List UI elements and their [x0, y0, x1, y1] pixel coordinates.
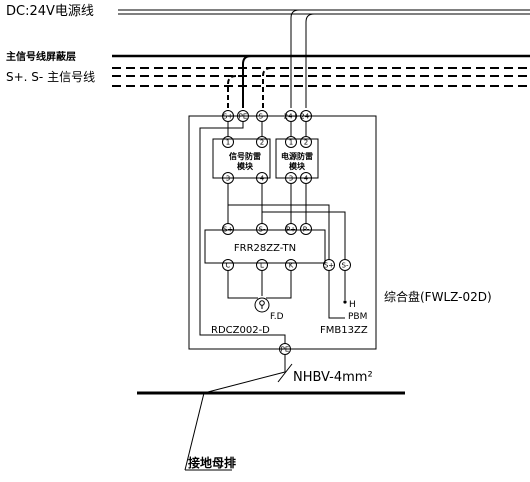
terminal-label: S- — [259, 226, 266, 234]
terminal-label: L — [260, 262, 264, 270]
power-module-label-2: 模块 — [289, 161, 306, 171]
module-output-wires — [227, 183, 346, 260]
terminal-label: 1 — [289, 139, 293, 147]
signal-label: S+. S- 主信号线 — [6, 70, 95, 84]
terminal-label: P+ — [286, 226, 296, 234]
signal-lines — [112, 67, 530, 87]
terminal-label: C — [226, 262, 231, 270]
h-label: H — [349, 300, 356, 310]
terminal-label: S+ — [324, 262, 334, 270]
panel-box — [188, 115, 377, 350]
terminal-label: S- — [259, 113, 266, 121]
busbar-label: 接地母排 — [188, 455, 236, 470]
terminal-label: 4 — [304, 175, 309, 183]
terminal-label: 2 — [304, 139, 308, 147]
terminal-label: P- — [303, 226, 310, 234]
pbm-label: PBM — [348, 312, 367, 322]
panel-label: 综合盘(FWLZ-02D) — [384, 289, 492, 304]
terminal-label: S+ — [223, 113, 233, 121]
line-taps — [227, 9, 315, 108]
frr-module: S+ S- P+ P- FRR28ZZ-TN C L K — [204, 223, 326, 271]
flow-indicator: F.D — [254, 297, 284, 322]
terminal-label: K — [289, 262, 294, 270]
power-module-label-1: 电源防雷 — [281, 151, 313, 161]
flow-indicator-wires — [227, 270, 292, 299]
fmb-module: S+ S- H PBM FMB13ZZ — [320, 259, 368, 336]
terminal-label: S- — [342, 262, 349, 270]
rdcz-label: RDCZ002-D — [211, 325, 270, 336]
ground-cable — [184, 354, 293, 471]
terminal-label: 24+ — [284, 113, 299, 121]
dc-power-label: DC:24V电源线 — [6, 4, 94, 19]
terminal-label: PE — [239, 113, 248, 121]
power-surge-module: 1 2 3 4 电源防雷 模块 — [275, 136, 319, 184]
signal-module-label-1: 信号防雷 — [229, 151, 261, 161]
signal-module-label-2: 模块 — [237, 161, 254, 171]
cable-label: NHBV-4mm² — [293, 370, 373, 385]
input-wires — [199, 121, 307, 344]
terminal-label: 3 — [226, 175, 230, 183]
terminal-label: 3 — [289, 175, 293, 183]
terminal-label: 1 — [226, 139, 230, 147]
terminal-label: S+ — [223, 226, 233, 234]
fmb-label: FMB13ZZ — [320, 325, 368, 336]
signal-surge-module: 1 2 3 4 信号防雷 模块 — [212, 136, 271, 184]
terminal-label: 24- — [300, 113, 312, 121]
terminal-label: 4 — [260, 175, 265, 183]
shield-label: 主信号线屏蔽层 — [6, 50, 76, 63]
terminal-label: 2 — [260, 139, 264, 147]
frr-label: FRR28ZZ-TN — [234, 243, 296, 254]
ground-terminal: PE — [279, 343, 291, 355]
terminal-label: PE — [281, 346, 290, 354]
dc-24v-power-lines — [118, 9, 530, 15]
fd-label: F.D — [270, 312, 284, 322]
